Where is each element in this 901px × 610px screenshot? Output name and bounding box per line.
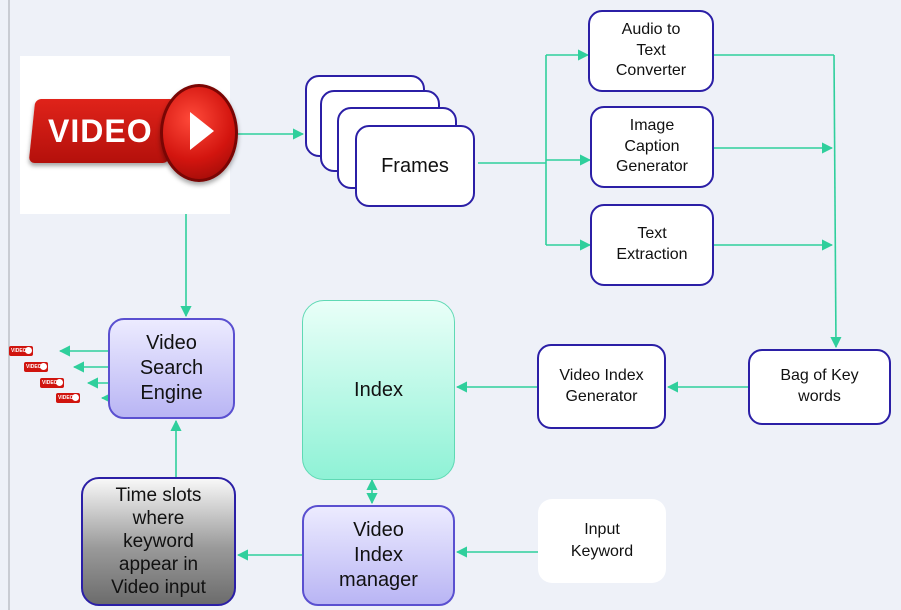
audio-to-text-label: Audio to Text Converter (615, 20, 687, 80)
result-video-icon: VIDEO (9, 346, 33, 356)
input-keyword-node: Input Keyword (538, 499, 666, 583)
frames-stack: Frames (305, 75, 480, 210)
text-extraction-node: Text Extraction (590, 204, 714, 286)
image-caption-node: Image Caption Generator (590, 106, 714, 188)
video-index-manager-label: Video Index manager (339, 519, 418, 591)
input-keyword-label: Input Keyword (570, 521, 634, 560)
audio-to-text-node: Audio to Text Converter (588, 10, 714, 92)
result-video-icon: VIDEO (24, 362, 48, 372)
frames-node: Frames (355, 125, 475, 207)
collector-to-bag-connector (830, 54, 842, 349)
left-divider (8, 0, 10, 610)
video-index-generator-label: Video Index Generator (559, 366, 644, 405)
time-slots-label: Time slots where keyword appear in Video… (111, 484, 206, 599)
video-thumbnail: VIDEO (20, 56, 238, 214)
image-caption-label: Image Caption Generator (615, 116, 689, 176)
video-index-generator-node: Video Index Generator (537, 344, 666, 429)
video-search-engine-node: Video Search Engine (108, 318, 235, 419)
video-play-icon (160, 84, 238, 182)
index-label: Index (354, 378, 403, 401)
video-label: VIDEO (48, 113, 153, 149)
time-slots-node: Time slots where keyword appear in Video… (81, 477, 236, 606)
bag-of-keywords-node: Bag of Key words (748, 349, 891, 425)
result-video-icon: VIDEO (40, 378, 64, 388)
result-video-icon: VIDEO (56, 393, 80, 403)
bag-of-keywords-label: Bag of Key words (780, 367, 859, 405)
video-search-engine-label: Video Search Engine (139, 332, 204, 404)
index-node: Index (302, 300, 455, 480)
video-index-manager-node: Video Index manager (302, 505, 455, 606)
frames-label: Frames (381, 154, 449, 177)
text-extraction-label: Text Extraction (616, 225, 688, 263)
